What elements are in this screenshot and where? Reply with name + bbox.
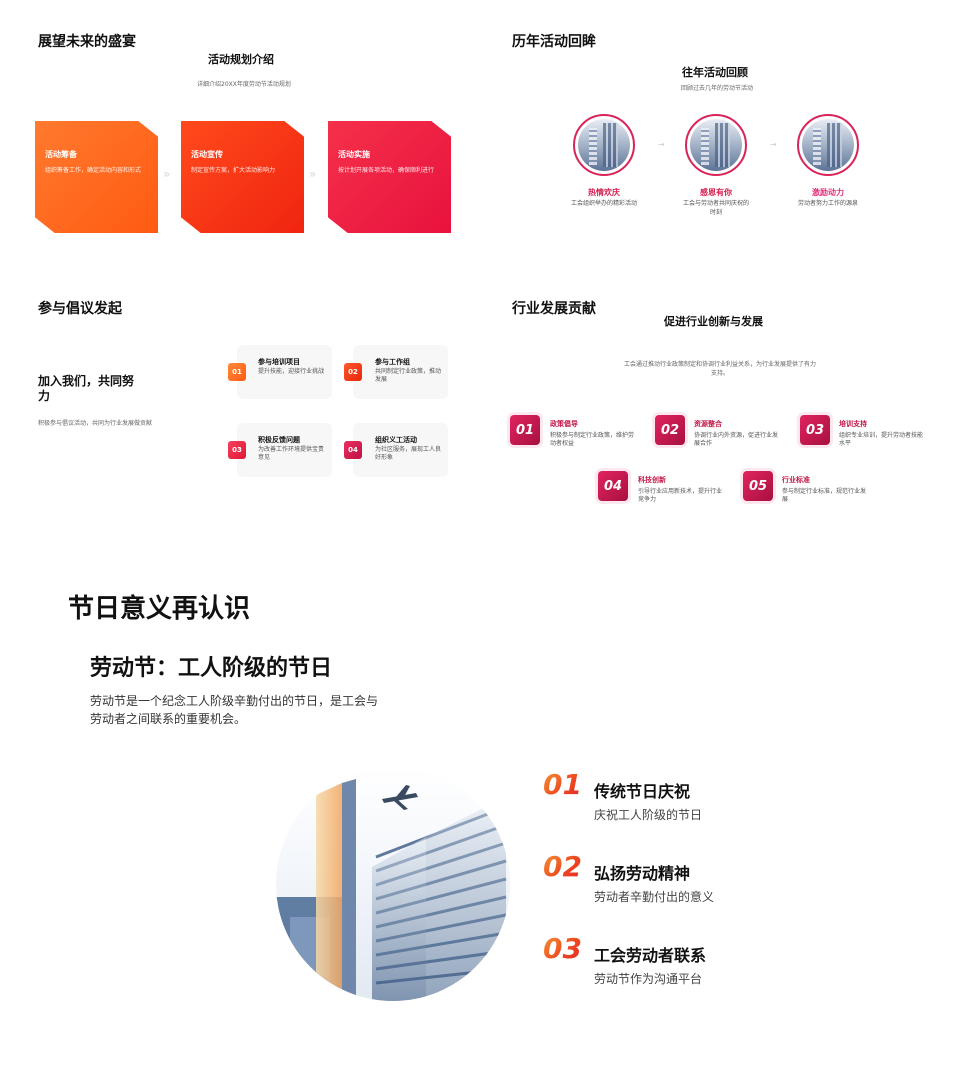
item-title: 政策倡导	[550, 420, 578, 428]
item-number: 02	[344, 363, 362, 381]
item-number: 02	[655, 415, 685, 445]
item-desc: 为改善工作环境提供宝贵意见	[258, 446, 325, 461]
section-title: 参与倡议发起	[38, 301, 122, 317]
building-illustration	[276, 779, 507, 1001]
slide-meaning: 节日意义再认识 劳动节：工人阶级的节日 劳动节是一个纪念工人阶级辛勤付出的节日，…	[0, 540, 960, 1084]
slide-title: 活动规划介绍	[208, 53, 274, 66]
plan-card-prepare: 活动筹备 组织筹备工作，确定活动内容和形式	[35, 121, 158, 233]
slide-contribution: 行业发展贡献 促进行业创新与发展 工会通过推动行业政策制定和协调行业利益关系，为…	[480, 270, 960, 540]
item-title: 培训支持	[839, 420, 867, 428]
activity-photo	[573, 114, 635, 176]
section-title: 展望未来的盛宴	[38, 34, 136, 50]
item-number: 02	[543, 850, 582, 883]
plan-card-execute: 活动实施 按计划开展各项活动，确保顺利进行	[328, 121, 451, 233]
item-desc: 共同制定行业政策，推动发展	[375, 368, 442, 383]
slide-plan: 展望未来的盛宴 活动规划介绍 详细介绍20XX年度劳动节活动规划 活动筹备 组织…	[0, 0, 480, 270]
item-label: 感恩有你	[700, 188, 732, 197]
item-number: 01	[510, 415, 540, 445]
card-desc: 制定宣传方案，扩大活动影响力	[191, 167, 276, 174]
arrow-right-icon: →	[658, 140, 665, 149]
item-label: 热情欢庆	[588, 188, 620, 197]
section-title: 行业发展贡献	[512, 301, 596, 317]
item-title: 组织义工活动	[375, 436, 417, 444]
building-photo	[276, 767, 510, 1001]
headline: 加入我们，共同努力	[38, 374, 135, 403]
item-title: 传统节日庆祝	[594, 782, 691, 801]
slide-subtitle: 工会通过推动行业政策制定和协调行业利益关系，为行业发展提供了有力支持。	[623, 361, 816, 377]
headline-desc: 积极参与倡议活动，共同为行业发展做贡献	[38, 420, 153, 427]
plan-card-promote: 活动宣传 制定宣传方案，扩大活动影响力	[181, 121, 304, 233]
item-title: 行业标准	[782, 476, 810, 484]
item-number: 01	[543, 768, 582, 801]
section-title: 历年活动回眸	[512, 34, 596, 50]
initiative-card	[353, 345, 448, 399]
card-title: 活动实施	[338, 150, 370, 159]
intro-line: 劳动者之间联系的重要机会。	[90, 712, 247, 726]
card-desc: 组织筹备工作，确定活动内容和形式	[45, 167, 142, 174]
item-title: 工会劳动者联系	[594, 946, 707, 965]
initiative-card	[353, 423, 448, 477]
item-title: 积极反馈问题	[258, 436, 300, 444]
item-desc: 庆祝工人阶级的节日	[594, 808, 703, 822]
item-title: 参与培训项目	[258, 358, 300, 366]
activity-photo	[797, 114, 859, 176]
slide-title: 促进行业创新与发展	[664, 315, 763, 328]
item-desc: 工会组织举办的精彩活动	[570, 200, 637, 207]
item-desc: 协调行业内外资源，促进行业发展合作	[694, 432, 779, 447]
slide-subtitle: 回顾过去几年的劳动节活动	[681, 85, 754, 92]
item-number: 03	[543, 932, 582, 965]
item-desc: 积极参与制定行业政策，维护劳动者权益	[550, 432, 635, 447]
item-desc: 参与制定行业标准，规范行业发展	[782, 488, 867, 503]
item-title: 参与工作组	[375, 358, 410, 366]
item-title: 资源整合	[694, 420, 722, 428]
item-desc: 提升技能，迎接行业挑战	[258, 368, 325, 375]
initiative-card	[237, 345, 332, 399]
item-desc: 组织专业培训，提升劳动者技能水平	[839, 432, 924, 447]
item-number: 03	[800, 415, 830, 445]
slide-title: 往年活动回顾	[682, 66, 748, 79]
card-title: 活动筹备	[45, 150, 77, 159]
card-title: 活动宣传	[191, 150, 223, 159]
heading: 劳动节：工人阶级的节日	[90, 656, 333, 681]
airplane-icon	[382, 785, 418, 810]
item-label: 激励动力	[812, 188, 844, 197]
chevron-right-icon: »	[309, 167, 317, 181]
activity-photo	[685, 114, 747, 176]
item-number: 03	[228, 441, 246, 459]
intro-line: 劳动节是一个纪念工人阶级辛勤付出的节日，是工会与	[90, 694, 379, 708]
item-desc: 为社区服务，展现工人良好形象	[375, 446, 442, 461]
item-desc: 引导行业应用新技术，提升行业竞争力	[638, 488, 723, 503]
slide-subtitle: 详细介绍20XX年度劳动节活动规划	[197, 81, 291, 88]
item-title: 弘扬劳动精神	[594, 864, 691, 883]
item-title: 科技创新	[638, 476, 666, 484]
item-number: 04	[598, 471, 628, 501]
initiative-card	[237, 423, 332, 477]
item-desc: 工会与劳动者共同庆祝的时刻	[682, 200, 749, 216]
item-number: 05	[743, 471, 773, 501]
arrow-right-icon: →	[770, 140, 777, 149]
slide-initiative: 参与倡议发起 加入我们，共同努力 积极参与倡议活动，共同为行业发展做贡献 01 …	[0, 270, 480, 540]
item-number: 04	[344, 441, 362, 459]
item-desc: 劳动节作为沟通平台	[594, 972, 703, 986]
section-title: 节日意义再认识	[68, 594, 251, 624]
card-desc: 按计划开展各项活动，确保顺利进行	[338, 167, 435, 174]
item-desc: 劳动者辛勤付出的意义	[594, 890, 715, 904]
chevron-right-icon: »	[163, 167, 171, 181]
slide-review: 历年活动回眸 往年活动回顾 回顾过去几年的劳动节活动 → → 热情欢庆 工会组织…	[480, 0, 960, 270]
item-desc: 劳动者努力工作的源泉	[797, 200, 858, 207]
item-number: 01	[228, 363, 246, 381]
